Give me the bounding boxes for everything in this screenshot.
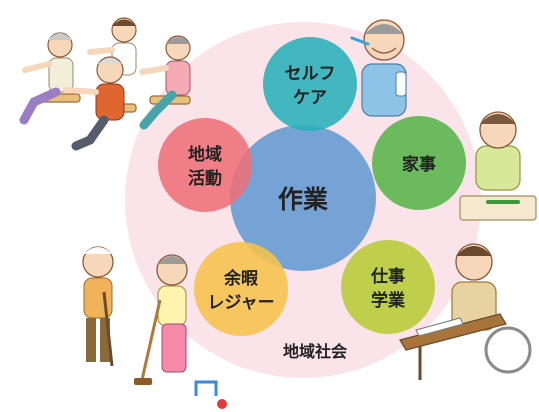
center-label: 作業 [278, 185, 328, 214]
node-label-leisure-line-2: レジャー [207, 293, 274, 313]
man-brushing-teeth-illustration [350, 19, 407, 117]
node-label-work-study-line-2: 学業 [371, 290, 405, 311]
woman-cutting-vegetables-illustration [459, 111, 537, 221]
node-label-community-line-1: 地域 [188, 144, 222, 165]
node-circle-work-study [341, 240, 435, 334]
group-seated-exercise-illustration [19, 17, 191, 151]
node-label-work-study-line-1: 仕事 [370, 266, 405, 287]
node-label-selfcare-line-2: ケア [293, 88, 327, 108]
node-label-leisure-line-1: 余暇 [223, 268, 258, 289]
man-in-wheelchair-writing-illustration [399, 243, 532, 380]
node-label-housework-line-1: 家事 [402, 154, 436, 175]
community-society-label: 地域社会 [283, 342, 347, 361]
node-circle-housework [372, 116, 466, 210]
gateball-players-illustration [82, 246, 227, 409]
node-circle-leisure [194, 242, 288, 336]
center-occupation-circle [230, 125, 376, 271]
node-circle-community [158, 118, 252, 212]
node-circle-selfcare [263, 37, 357, 131]
node-label-selfcare-line-1: セルフ [285, 64, 336, 84]
node-label-community-line-2: 活動 [188, 168, 222, 189]
